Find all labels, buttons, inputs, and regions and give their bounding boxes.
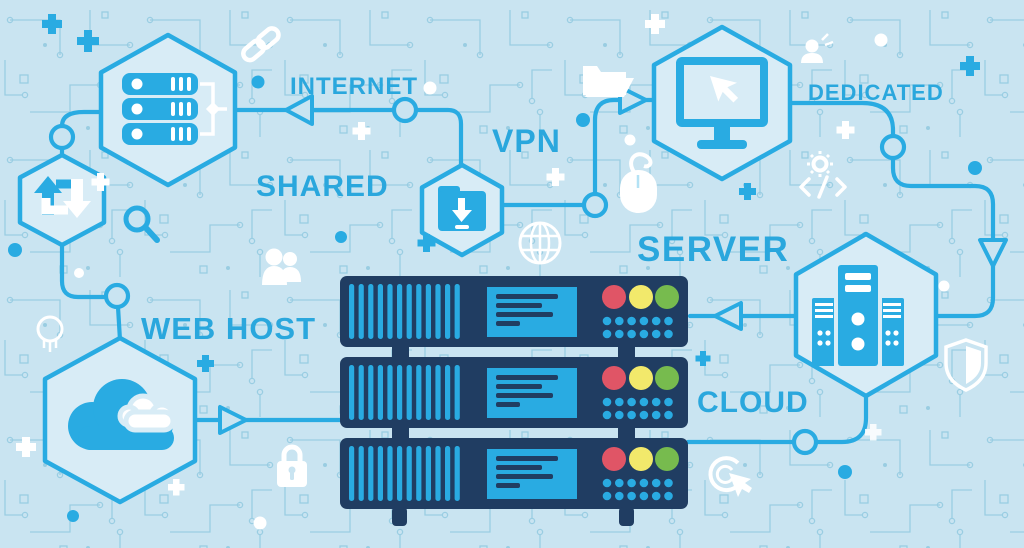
hexagon-dedicated xyxy=(651,24,793,182)
dot-icons xyxy=(8,33,982,530)
hexagon-sync xyxy=(17,152,107,248)
node-circle xyxy=(791,428,819,456)
plus-icons xyxy=(16,14,980,496)
mouse-icon xyxy=(620,152,657,213)
arrow-down-right-edge xyxy=(978,238,1008,268)
lock-icon xyxy=(277,444,307,487)
open-folder-icon xyxy=(583,66,634,97)
users-icon xyxy=(262,248,301,285)
clouds-icon xyxy=(68,379,176,450)
lightbulb-icon xyxy=(36,315,64,352)
desktop-monitor-cursor-icon xyxy=(676,57,768,149)
hexagon-vpn xyxy=(419,162,505,258)
cursor-arrow-icon xyxy=(710,76,739,103)
label-internet: INTERNET xyxy=(290,73,418,100)
label-server: SERVER xyxy=(637,230,789,269)
hexagon-cloud xyxy=(42,335,198,505)
label-web-host: WEB HOST xyxy=(141,311,316,346)
hexagon-shared-hosting xyxy=(98,32,238,188)
person-icon xyxy=(801,33,834,63)
arrow-right-cloud xyxy=(218,405,248,435)
click-cursor-icon xyxy=(708,456,752,497)
node-circle xyxy=(391,96,419,124)
folder-download-icon xyxy=(438,186,486,231)
gear-icon xyxy=(807,151,833,177)
node-circle xyxy=(48,123,76,151)
text-labels: INTERNET SHARED VPN DEDICATED SERVER WEB… xyxy=(141,73,944,419)
scattered-icons xyxy=(36,26,988,497)
white-dot-icon xyxy=(74,33,950,530)
small-white-cloud xyxy=(117,393,176,433)
arrow-left-rack xyxy=(713,301,743,331)
node-circle xyxy=(879,133,907,161)
tower-server-icon xyxy=(812,265,904,368)
cyan-dot-icon xyxy=(8,75,982,522)
arrow-left-shared xyxy=(284,94,314,126)
node-circle xyxy=(581,191,609,219)
server-stack-icon xyxy=(122,73,227,145)
chain-link-icon xyxy=(241,26,281,63)
magnifier-icon xyxy=(123,205,160,243)
hexagon-tower-servers xyxy=(793,231,939,399)
shield-icon xyxy=(944,338,988,392)
label-shared: SHARED xyxy=(256,170,389,203)
node-circle xyxy=(103,282,131,310)
globe-icon xyxy=(518,221,562,265)
label-vpn: VPN xyxy=(492,123,561,159)
label-cloud: CLOUD xyxy=(697,386,809,419)
code-icon xyxy=(799,175,847,199)
server-rack xyxy=(340,276,688,526)
sync-arrows-icon xyxy=(34,176,91,218)
white-plus-icon xyxy=(16,14,882,496)
rack-connectors xyxy=(392,345,635,526)
connector-lines xyxy=(48,85,1008,456)
cyan-plus-icon xyxy=(42,14,980,372)
label-dedicated: DEDICATED xyxy=(808,80,944,105)
arrow-right-dedicated xyxy=(618,85,648,115)
